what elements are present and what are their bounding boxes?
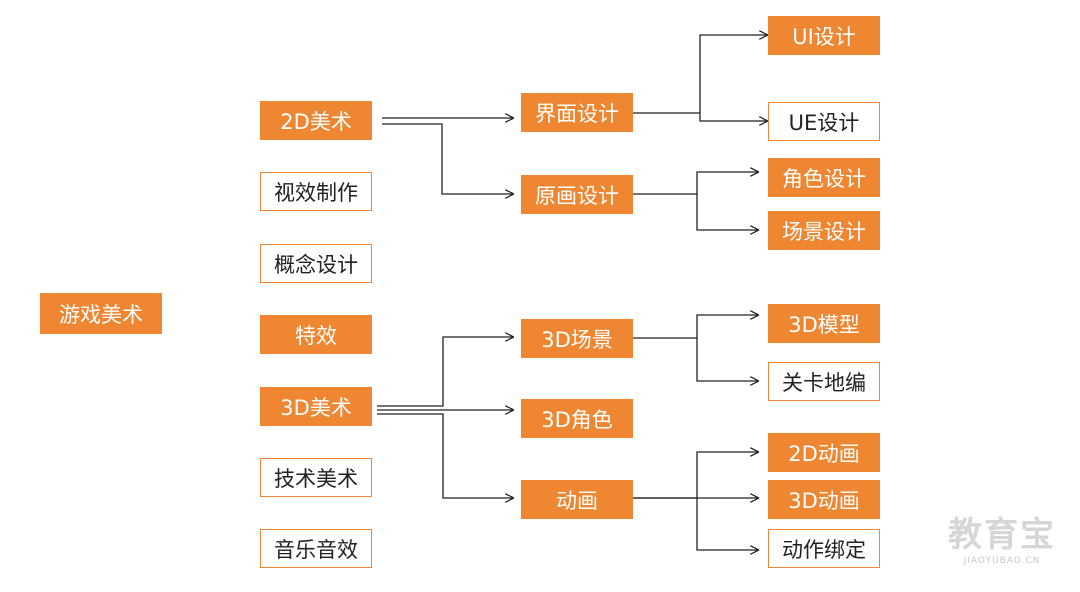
arrow-original-to-scene: [696, 194, 758, 230]
node-3d-animation: 3D动画: [768, 480, 880, 519]
node-technical-art: 技术美术: [260, 458, 372, 497]
node-interface-design: 界面设计: [521, 93, 633, 132]
node-character-design: 角色设计: [768, 158, 880, 197]
node-animation: 动画: [521, 480, 633, 519]
node-game-art: 游戏美术: [40, 293, 162, 334]
node-ue-design: UE设计: [768, 102, 880, 141]
node-special-effects: 特效: [260, 315, 372, 354]
node-music-sound: 音乐音效: [260, 529, 372, 568]
node-3d-art: 3D美术: [260, 387, 372, 426]
watermark-text: 教育宝: [948, 515, 1056, 555]
node-3d-character: 3D角色: [521, 399, 633, 438]
node-3d-scene: 3D场景: [521, 319, 633, 358]
arrow-scene-to-level: [696, 338, 758, 381]
node-2d-art: 2D美术: [260, 101, 372, 140]
arrow-animation-to-2d: [633, 452, 758, 499]
node-motion-rigging: 动作绑定: [768, 529, 880, 568]
arrow-interface-to-ui: [633, 35, 767, 114]
node-2d-animation: 2D动画: [768, 433, 880, 472]
arrow-animation-to-rigging: [696, 498, 758, 550]
arrow-2d-to-original: [382, 123, 513, 194]
node-concept-design: 概念设计: [260, 244, 372, 283]
node-ui-design: UI设计: [768, 16, 880, 55]
arrow-interface-to-ue: [699, 113, 767, 121]
node-3d-model: 3D模型: [768, 304, 880, 343]
arrow-original-to-character: [633, 172, 758, 195]
arrow-3d-to-animation: [377, 413, 513, 498]
node-original-art-design: 原画设计: [521, 175, 633, 214]
node-level-editing: 关卡地编: [768, 362, 880, 401]
node-vfx-production: 视效制作: [260, 172, 372, 211]
node-scene-design: 场景设计: [768, 211, 880, 250]
arrow-scene-to-model: [633, 315, 758, 339]
arrow-3d-to-scene: [377, 337, 513, 407]
watermark-url: JIAOYUBAO.CN: [963, 556, 1041, 566]
watermark-logo: 教育宝 JIAOYUBAO.CN: [932, 515, 1072, 567]
